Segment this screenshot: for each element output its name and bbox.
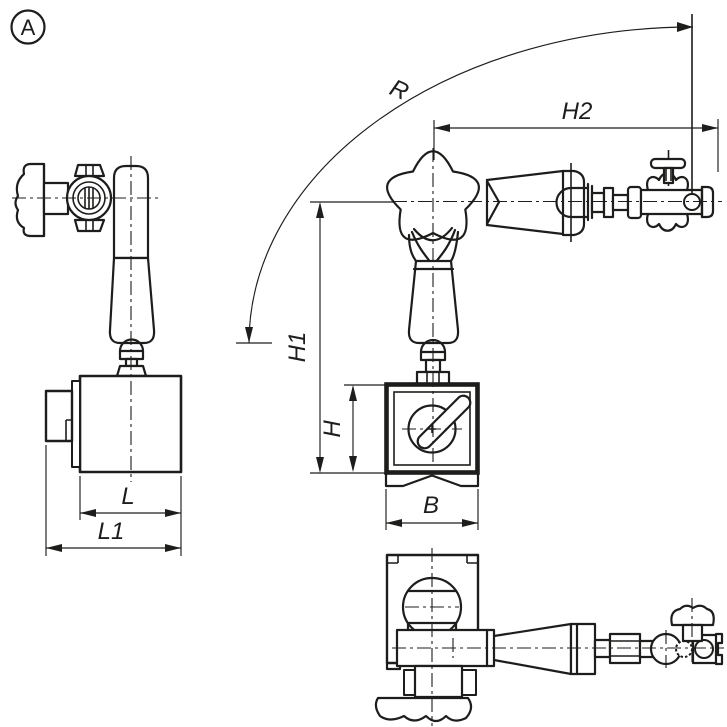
dim-l: L xyxy=(79,476,182,556)
magnet-base xyxy=(384,382,480,488)
top-thumb-knob xyxy=(670,604,715,627)
dim-h1: H1 xyxy=(284,201,395,474)
front-view xyxy=(384,150,715,488)
star-grip-knob xyxy=(386,150,480,241)
b-label: B xyxy=(423,492,439,519)
radius-arc xyxy=(248,26,694,344)
side-view xyxy=(14,162,183,474)
arm-collar xyxy=(626,185,643,220)
l1-label: L1 xyxy=(98,518,125,545)
dim-b: B xyxy=(385,489,479,530)
arm-neck xyxy=(590,191,606,214)
top-holder-slot xyxy=(714,632,724,666)
centerlines xyxy=(12,148,724,726)
dim-h2: H2 xyxy=(433,98,719,172)
end-knob-edge-bottom xyxy=(646,212,689,232)
top-holder-hole xyxy=(694,639,714,659)
detail-label-circle xyxy=(10,9,46,45)
side-knob-edge xyxy=(14,162,46,238)
base-v-groove xyxy=(384,471,480,488)
dim-l1: L1 xyxy=(45,445,181,556)
thumb-screw xyxy=(649,150,687,186)
top-view xyxy=(374,553,724,723)
radius-label: R xyxy=(386,74,413,106)
detail-label: A xyxy=(10,9,46,45)
dim-h: H xyxy=(319,384,386,472)
top-bottom-clamp xyxy=(374,664,477,723)
h2-label: H2 xyxy=(562,98,593,125)
arm-rod-short xyxy=(611,193,630,212)
side-base-boss-step xyxy=(65,419,72,441)
magnet-switch-lever xyxy=(416,394,472,450)
arm-head-block xyxy=(561,169,586,237)
arm-end-cap xyxy=(700,185,715,219)
arm-flange xyxy=(602,186,615,219)
horizontal-arm xyxy=(485,150,715,242)
side-column xyxy=(108,256,156,345)
h-label: H xyxy=(319,420,346,438)
arm-cone xyxy=(485,169,565,236)
top-knurl-ring xyxy=(675,640,693,658)
detail-label-text: A xyxy=(21,15,36,40)
top-base-rails xyxy=(387,555,478,564)
arm-joint-v xyxy=(485,178,501,227)
top-bottom-knob xyxy=(374,696,473,723)
l-label: L xyxy=(121,483,134,510)
h1-label: H1 xyxy=(284,332,311,363)
arm-clamp xyxy=(555,182,594,222)
top-arm xyxy=(395,604,724,676)
side-base-boss xyxy=(44,389,74,443)
